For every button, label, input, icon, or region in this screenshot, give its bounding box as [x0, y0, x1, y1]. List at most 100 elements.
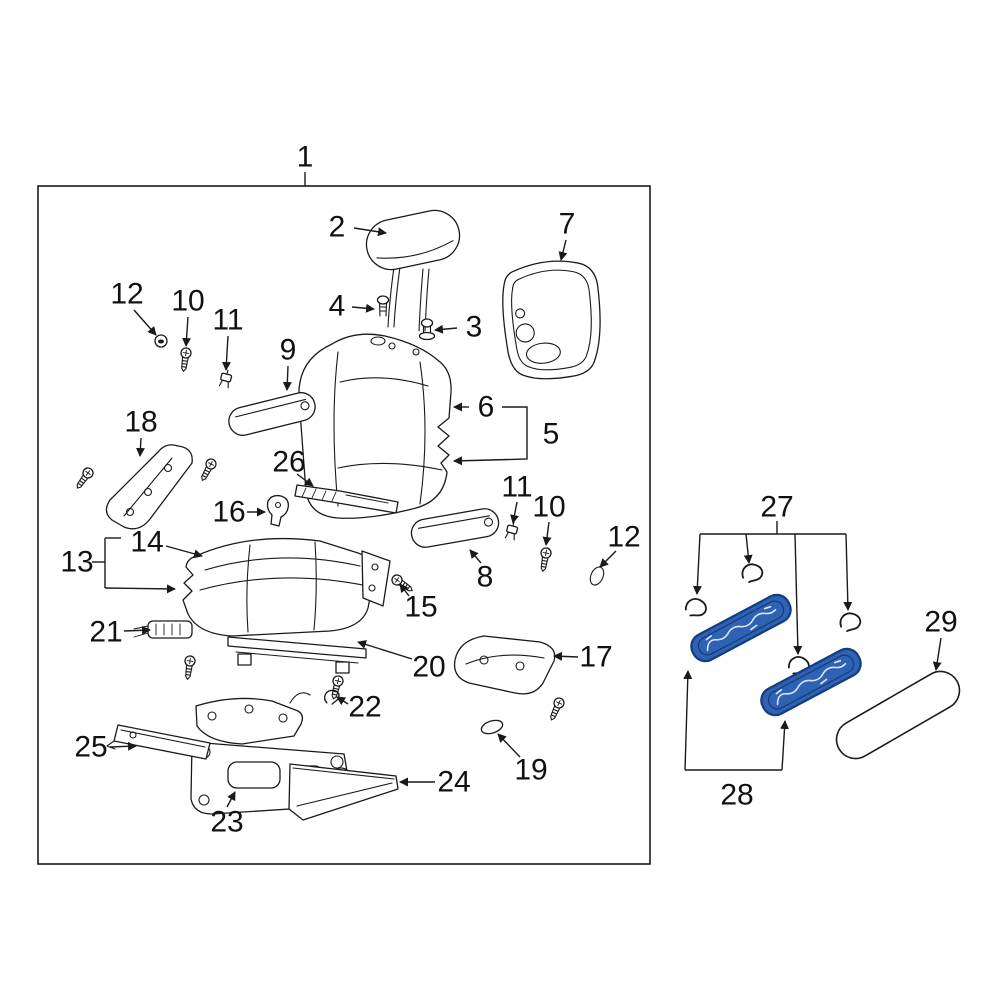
screw-icon	[328, 674, 345, 701]
screw-icon	[537, 546, 553, 573]
leader-arrow-line	[282, 365, 292, 391]
leader-arrow-line	[165, 545, 203, 559]
retainer-clip-icon	[740, 562, 765, 585]
callout-18: 18	[124, 406, 157, 439]
leader-arrow-line	[692, 533, 702, 595]
callout-29: 29	[924, 606, 957, 639]
leader-arrow-line	[226, 791, 236, 808]
screw-icon	[181, 654, 197, 681]
leader-arrow-line	[743, 533, 753, 564]
slide-rail-illustration	[133, 620, 193, 639]
callout-6: 6	[478, 391, 495, 424]
clip-icon	[218, 368, 234, 389]
armrest-right-illustration	[410, 508, 500, 548]
leader-arrow-line	[469, 549, 482, 564]
leader-arrow-line	[351, 303, 375, 313]
callout-15: 15	[404, 591, 437, 624]
callout-5: 5	[543, 418, 560, 451]
front-cover-plate-illustration	[106, 724, 211, 760]
leader-arrow-line	[932, 637, 942, 671]
callout-12: 12	[110, 278, 143, 311]
callout-22: 22	[348, 691, 381, 724]
leader-arrow-line	[296, 473, 314, 487]
callout-8: 8	[477, 561, 494, 594]
headrest-guide-left-illustration	[376, 295, 390, 317]
leader-arrow-line	[357, 640, 413, 660]
callout-16: 16	[212, 496, 245, 529]
leader-arrow-line	[497, 733, 521, 758]
leader-arrow-line	[683, 670, 693, 771]
cushion-side-bracket-illustration	[361, 550, 391, 607]
callout-13: 13	[60, 546, 93, 579]
screw-icon	[546, 695, 567, 723]
clip-icon	[504, 520, 520, 541]
leader-arrow-line	[453, 406, 528, 466]
callout-28: 28	[720, 779, 753, 812]
leader-arrow-line	[123, 625, 151, 635]
callout-14: 14	[130, 526, 163, 559]
callout-17: 17	[579, 641, 612, 674]
leader-arrow-line	[780, 720, 790, 771]
armrest-left-illustration	[228, 392, 316, 436]
retainer-clip-icon	[838, 611, 863, 634]
leader-arrow-line	[135, 437, 145, 457]
retainer-clip-icon	[682, 594, 710, 622]
leader-arrow-line	[133, 309, 157, 336]
callout-12: 12	[607, 521, 640, 554]
grommet-icon	[154, 334, 168, 348]
callout-19: 19	[514, 754, 547, 787]
callout-11: 11	[501, 471, 532, 504]
recliner-cover-right-illustration	[453, 635, 556, 695]
trim-pad-illustration	[835, 670, 961, 760]
seat-back-panel-illustration	[502, 260, 601, 380]
screw-icon	[177, 346, 193, 373]
assembly-boundary-box	[37, 185, 651, 865]
screw-icon	[197, 456, 219, 484]
callout-4: 4	[329, 290, 346, 323]
ring-icon	[587, 564, 607, 588]
callout-20: 20	[412, 651, 445, 684]
screw-icon	[72, 465, 96, 492]
leader-arrow-line	[599, 550, 617, 568]
leader-arrow-line	[434, 324, 458, 334]
callout-2: 2	[329, 211, 346, 244]
callout-3: 3	[466, 311, 483, 344]
callout-27: 27	[760, 491, 793, 524]
leader-arrow-line	[553, 651, 579, 661]
callout-7: 7	[559, 208, 576, 241]
leader-arrow-line	[399, 583, 410, 597]
callout-1: 1	[297, 141, 314, 174]
leader-arrow-line	[221, 335, 231, 371]
callout-26: 26	[272, 446, 305, 479]
leader-arrow-line	[109, 741, 137, 751]
callout-10: 10	[532, 491, 565, 524]
hinge-bracket-illustration	[266, 494, 289, 527]
leader-arrow-line	[510, 501, 519, 524]
seat-track-illustration	[227, 636, 367, 674]
callout-23: 23	[210, 806, 243, 839]
callout-25: 25	[74, 731, 107, 764]
headrest-guide-right-illustration	[418, 318, 436, 341]
rear-cover-panel-illustration	[288, 763, 399, 821]
callout-24: 24	[437, 766, 470, 799]
headrest-illustration	[365, 209, 461, 332]
leader-arrow-line	[104, 584, 176, 594]
seat-cushion-illustration	[182, 537, 375, 637]
callout-9: 9	[280, 334, 297, 367]
recliner-cover-left-illustration	[105, 444, 193, 530]
callout-10: 10	[171, 285, 204, 318]
leader-arrow-line	[353, 227, 387, 237]
leader-arrow-line	[793, 533, 803, 655]
leader-arrow-line	[843, 533, 853, 611]
cap-illustration	[480, 719, 504, 735]
leader-arrow-line	[558, 239, 568, 261]
callout-11: 11	[212, 304, 243, 337]
leader-arrow-line	[336, 696, 349, 706]
support-plate-illustration	[294, 484, 399, 514]
highlighted-step-trim-lower	[755, 643, 867, 721]
leader-arrow-line	[542, 521, 552, 546]
callout-21: 21	[89, 616, 122, 649]
